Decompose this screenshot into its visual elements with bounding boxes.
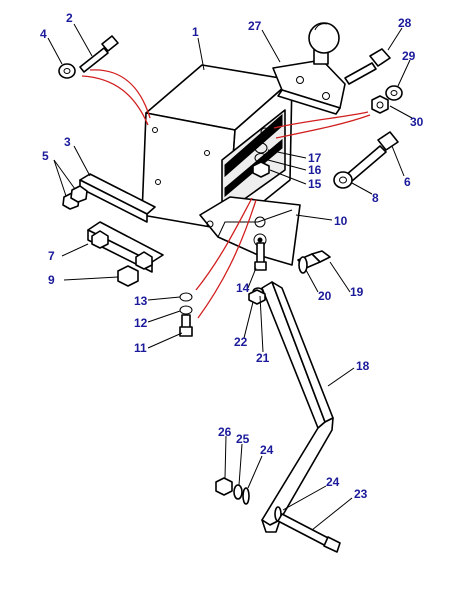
nut-9 [117, 265, 139, 287]
label-27: 27 [248, 19, 262, 33]
nut-30 [371, 95, 389, 114]
label-26: 26 [218, 425, 232, 439]
washer-25 [233, 484, 243, 500]
housing-box [141, 64, 293, 231]
label-25: 25 [236, 432, 250, 446]
washer-24-upper [242, 487, 250, 505]
label-13: 13 [134, 294, 148, 308]
label-28: 28 [398, 16, 412, 30]
washer-29-hole [390, 90, 398, 96]
washer-29 [385, 85, 403, 101]
label-21: 21 [256, 351, 270, 365]
label-22: 22 [234, 335, 248, 349]
nut-22 [248, 289, 266, 305]
label-8: 8 [372, 191, 379, 205]
label-18: 18 [356, 359, 370, 373]
label-9: 9 [48, 273, 55, 287]
label-2: 2 [66, 11, 73, 25]
tow-ball-bracket [272, 22, 346, 115]
bolt-19 [297, 250, 331, 274]
bolt-28 [344, 48, 391, 85]
label-23: 23 [354, 487, 368, 501]
label-10: 10 [334, 214, 348, 228]
washer-13 [179, 292, 193, 302]
label-29: 29 [402, 49, 416, 63]
label-3: 3 [64, 135, 71, 149]
red-callout-lines [81, 69, 371, 319]
washer-12 [179, 305, 193, 315]
label-15: 15 [308, 177, 322, 191]
label-6: 6 [404, 175, 411, 189]
label-19: 19 [350, 285, 364, 299]
label-16: 16 [308, 163, 322, 177]
clamp-plate-7 [87, 221, 164, 273]
label-24-upper: 24 [260, 443, 274, 457]
part-labels: 1 2 3 4 5 6 7 8 9 10 11 12 13 14 15 16 1… [40, 11, 424, 501]
bolt-6 [333, 131, 399, 189]
label-7: 7 [48, 249, 55, 263]
label-11: 11 [134, 341, 147, 355]
support-stay-18 [261, 281, 334, 533]
label-30: 30 [410, 115, 424, 129]
nuts-5 [62, 185, 88, 210]
label-5: 5 [42, 149, 49, 163]
label-14: 14 [236, 281, 250, 295]
label-1: 1 [192, 25, 199, 39]
label-17: 17 [308, 151, 322, 165]
nut-15 [252, 161, 270, 178]
bolt-2 [58, 35, 119, 79]
lower-bracket [199, 196, 301, 266]
label-20: 20 [318, 289, 332, 303]
bolt-14 [254, 242, 267, 271]
label-4: 4 [40, 27, 47, 41]
bolt-23 [277, 513, 341, 553]
leader-lines [47, 23, 413, 531]
nut-26 [215, 477, 233, 496]
bolt-11 [179, 314, 193, 337]
label-24-lower: 24 [326, 475, 340, 489]
label-12: 12 [134, 316, 148, 330]
